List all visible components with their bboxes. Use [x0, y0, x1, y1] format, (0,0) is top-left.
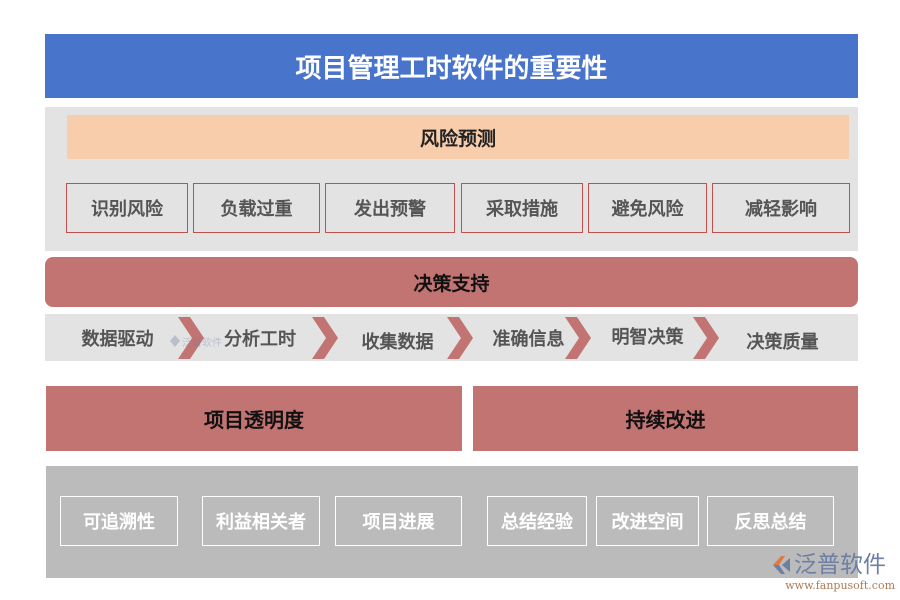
brand-url: www.fanpusoft.com [785, 579, 895, 592]
risk-item: 减轻影响 [712, 183, 850, 233]
flow-step: 分析工时 [224, 328, 296, 350]
chevron-right-icon [693, 317, 719, 359]
chevron-right-icon [565, 317, 591, 359]
improvement-item: 反思总结 [707, 496, 834, 546]
flow-step: 决策质量 [746, 331, 819, 353]
risk-item: 采取措施 [461, 183, 583, 233]
transparency-item: 项目进展 [335, 496, 462, 546]
flow-step: 数据驱动 [81, 328, 154, 350]
brand-logo: 泛普软件 www.fanpusoft.com [770, 552, 895, 598]
risk-item: 识别风险 [66, 183, 188, 233]
improvement-item: 改进空间 [596, 496, 699, 546]
risk-item: 避免风险 [588, 183, 707, 233]
transparency-item: 利益相关者 [202, 496, 320, 546]
flow-step: 准确信息 [492, 328, 565, 350]
chevron-right-icon [178, 317, 204, 359]
brand-logo-icon [773, 556, 790, 574]
page-title: 项目管理工时软件的重要性 [45, 34, 858, 98]
chevron-right-icon [312, 317, 338, 359]
bottom-panel [46, 466, 858, 578]
risk-item: 发出预警 [325, 183, 455, 233]
risk-header: 风险预测 [67, 115, 849, 159]
transparency-item: 可追溯性 [60, 496, 178, 546]
flow-step: 收集数据 [361, 331, 434, 353]
watermark-logo: 泛普软件 [168, 330, 228, 352]
watermark-text: 泛普软件 [182, 337, 222, 349]
risk-item: 负载过重 [193, 183, 320, 233]
brand-name: 泛普软件 [794, 552, 886, 578]
improvement-header: 持续改进 [473, 386, 858, 451]
flow-step: 明智决策 [611, 326, 684, 348]
transparency-header: 项目透明度 [46, 386, 462, 451]
decision-header: 决策支持 [45, 257, 858, 307]
chevron-right-icon [447, 317, 473, 359]
improvement-item: 总结经验 [487, 496, 587, 546]
